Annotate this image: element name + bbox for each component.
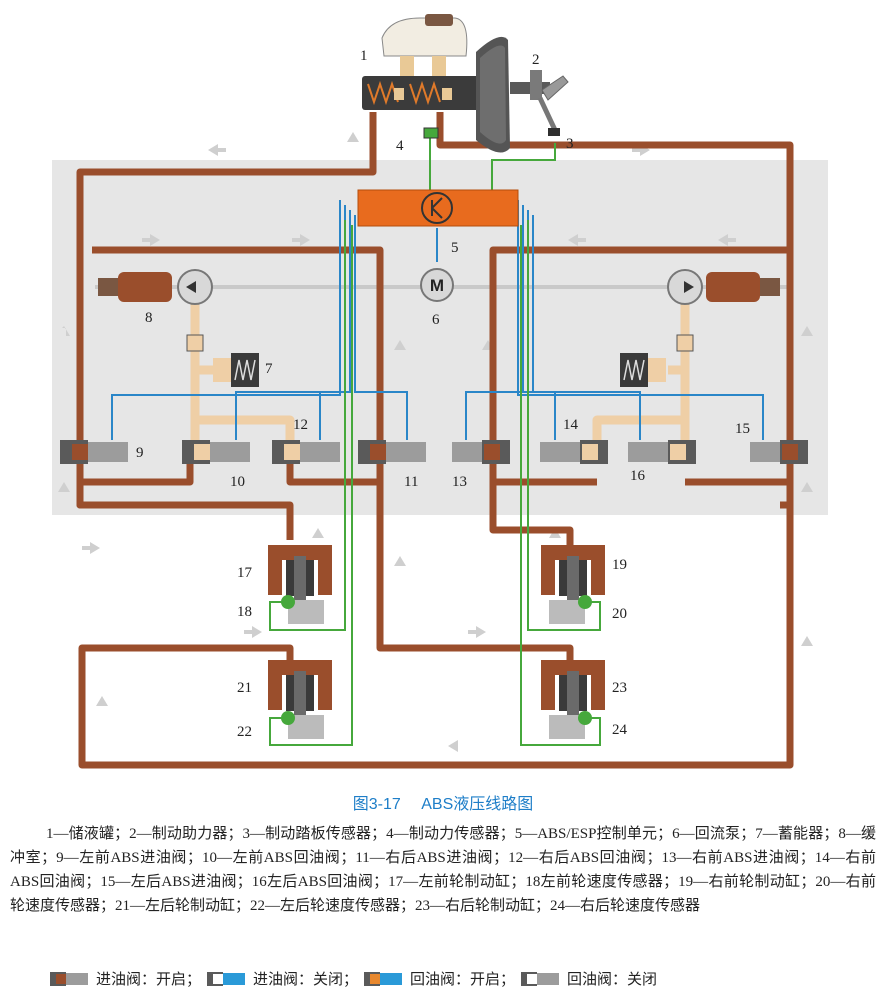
label-15: 15 bbox=[735, 421, 750, 437]
label-19: 19 bbox=[612, 557, 627, 573]
brake-pipes bbox=[76, 112, 794, 769]
figure-title: 图3-17 ABS液压线路图 bbox=[0, 790, 886, 814]
legend-label: 进油阀：关闭； bbox=[253, 972, 359, 988]
valve-grey-closed-icon bbox=[521, 971, 560, 986]
figure-caption: 1—储液罐；2—制动助力器；3—制动踏板传感器；4—制动力传感器；5—ABS/E… bbox=[10, 826, 876, 914]
inlet-valve-fr bbox=[452, 440, 510, 464]
valve-brown-open-icon bbox=[50, 971, 88, 986]
legend-item-inlet-closed: 进油阀：关闭； bbox=[207, 968, 358, 989]
label-21: 21 bbox=[237, 680, 252, 696]
label-8: 8 bbox=[145, 310, 153, 326]
legend: 进油阀：开启； 进油阀：关闭； 回油阀：开启； 回油阀：关闭 bbox=[50, 968, 663, 989]
label-16: 16 bbox=[630, 468, 646, 484]
master-cylinder bbox=[362, 14, 482, 110]
label-14: 14 bbox=[563, 417, 579, 433]
label-13: 13 bbox=[452, 474, 467, 490]
outlet-valve-rr bbox=[272, 440, 340, 464]
outlet-valve-rl bbox=[628, 440, 696, 464]
accumulator-left bbox=[213, 353, 259, 387]
damping-chamber-right bbox=[667, 269, 780, 305]
legend-label: 回油阀：开启； bbox=[410, 972, 516, 988]
valve-orange-open-icon bbox=[364, 971, 403, 986]
label-5: 5 bbox=[451, 240, 459, 256]
outlet-valve-fl bbox=[182, 440, 250, 464]
check-valve-left bbox=[186, 334, 204, 352]
legend-item-outlet-closed: 回油阀：关闭 bbox=[521, 968, 657, 989]
label-7: 7 bbox=[265, 361, 273, 377]
label-20: 20 bbox=[612, 606, 627, 622]
figure-number: 图3-17 bbox=[352, 796, 401, 813]
inlet-valve-rl bbox=[750, 440, 808, 464]
figure-title-text: ABS液压线路图 bbox=[421, 796, 534, 813]
label-1: 1 bbox=[360, 48, 368, 64]
legend-label: 回油阀：关闭 bbox=[567, 972, 658, 988]
label-2: 2 bbox=[532, 52, 540, 68]
motor-symbol: M bbox=[430, 276, 444, 295]
inlet-valve-fl bbox=[60, 440, 128, 464]
label-17: 17 bbox=[237, 565, 253, 581]
legend-label: 进油阀：开启； bbox=[96, 972, 202, 988]
speed-sensor-fr bbox=[578, 595, 592, 609]
check-valve-right bbox=[676, 334, 694, 352]
wheel-brakes bbox=[268, 545, 605, 739]
brake-force-sensor bbox=[423, 127, 439, 139]
label-12: 12 bbox=[293, 417, 308, 433]
valve-blue-closed-icon bbox=[207, 971, 246, 986]
brake-booster bbox=[476, 36, 569, 153]
label-22: 22 bbox=[237, 724, 252, 740]
abs-hydraulic-diagram: M bbox=[52, 14, 828, 769]
return-lines bbox=[190, 300, 690, 440]
label-3: 3 bbox=[566, 136, 574, 152]
valves bbox=[60, 440, 808, 464]
component-labels: 1 2 3 4 5 6 7 8 9 10 11 12 13 14 15 16 1… bbox=[136, 48, 750, 740]
caliper-rr bbox=[541, 660, 605, 739]
speed-sensor-rr bbox=[578, 711, 592, 725]
label-11: 11 bbox=[404, 474, 418, 490]
legend-item-inlet-open: 进油阀：开启； bbox=[50, 968, 201, 989]
label-10: 10 bbox=[230, 474, 245, 490]
speed-sensor-fl bbox=[281, 595, 295, 609]
label-18: 18 bbox=[237, 604, 252, 620]
label-24: 24 bbox=[612, 722, 628, 738]
return-pump-motor: M bbox=[420, 268, 454, 302]
damping-chamber-left bbox=[98, 269, 213, 305]
caliper-fl bbox=[268, 545, 332, 624]
caliper-fr bbox=[541, 545, 605, 624]
outlet-valve-fr bbox=[540, 440, 608, 464]
sensor-lines bbox=[269, 135, 601, 746]
speed-sensor-rl bbox=[281, 711, 295, 725]
legend-item-outlet-open: 回油阀：开启； bbox=[364, 968, 515, 989]
label-4: 4 bbox=[396, 138, 404, 154]
abs-esp-control-unit bbox=[357, 189, 519, 227]
label-6: 6 bbox=[432, 312, 440, 328]
flow-arrows bbox=[58, 132, 813, 752]
label-9: 9 bbox=[136, 445, 144, 461]
caliper-rl bbox=[268, 660, 332, 739]
label-23: 23 bbox=[612, 680, 627, 696]
inlet-valve-rr bbox=[358, 440, 426, 464]
accumulator-right bbox=[620, 353, 666, 387]
